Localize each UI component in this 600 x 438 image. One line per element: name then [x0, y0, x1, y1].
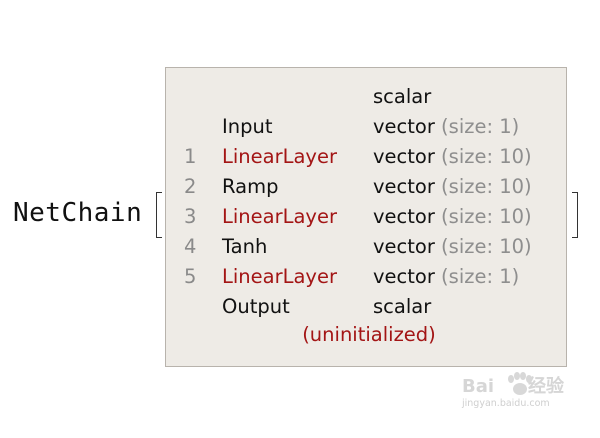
- layer-index: 1: [184, 145, 197, 168]
- shape-size: (size: 1): [434, 115, 520, 138]
- watermark-brand: Bai 经验: [462, 372, 564, 398]
- layer-name: LinearLayer: [222, 145, 337, 168]
- shape-size: (size: 10): [434, 175, 532, 198]
- layer-row: Input vector (size: 1): [166, 112, 566, 142]
- shape-size: (size: 10): [434, 145, 532, 168]
- layer-shape: scalar: [373, 292, 431, 322]
- input-shape-row: scalar: [166, 82, 566, 112]
- layer-name: Output: [222, 295, 290, 318]
- layer-name: Input: [222, 115, 273, 138]
- layer-shape: vector (size: 10): [373, 142, 532, 172]
- shape-type: scalar: [373, 295, 432, 318]
- layer-row: Output scalar: [166, 292, 566, 322]
- layer-index: 3: [184, 205, 197, 228]
- watermark-url: jingyan.baidu.com: [462, 398, 550, 409]
- shape-type: vector: [373, 205, 435, 228]
- shape-type: vector: [373, 265, 435, 288]
- paw-icon: [508, 372, 532, 395]
- layer-shape: vector (size: 10): [373, 202, 532, 232]
- watermark-brand-right: 经验: [528, 376, 565, 397]
- shape-type: vector: [373, 235, 435, 258]
- shape-size: (size: 10): [434, 235, 532, 258]
- uninitialized-status: (uninitialized): [302, 323, 436, 346]
- layer-name: Tanh: [222, 235, 268, 258]
- input-shape: scalar: [373, 85, 432, 108]
- shape-size: (size: 1): [434, 265, 520, 288]
- right-bracket: [572, 192, 578, 238]
- netchain-summary-panel[interactable]: scalar Input vector (size: 1) 1 LinearLa…: [165, 67, 567, 367]
- layer-name: LinearLayer: [222, 205, 337, 228]
- netchain-head: NetChain: [13, 198, 143, 228]
- layer-name: Ramp: [222, 175, 279, 198]
- layer-index: 5: [184, 265, 197, 288]
- layer-name: LinearLayer: [222, 265, 337, 288]
- layer-row: 2 Ramp vector (size: 10): [166, 172, 566, 202]
- shape-size: (size: 10): [434, 205, 532, 228]
- layer-shape: vector (size: 10): [373, 232, 532, 262]
- shape-type: vector: [373, 115, 435, 138]
- layer-row: 3 LinearLayer vector (size: 10): [166, 202, 566, 232]
- left-bracket: [156, 192, 162, 238]
- layer-index: 4: [184, 235, 197, 258]
- layer-shape: vector (size: 10): [373, 172, 532, 202]
- shape-type: vector: [373, 145, 435, 168]
- layer-row: 4 Tanh vector (size: 10): [166, 232, 566, 262]
- watermark-brand-left: Bai: [462, 376, 495, 397]
- layer-shape: vector (size: 1): [373, 112, 519, 142]
- layer-row: 1 LinearLayer vector (size: 10): [166, 142, 566, 172]
- layer-index: 2: [184, 175, 197, 198]
- shape-type: vector: [373, 175, 435, 198]
- layer-row: 5 LinearLayer vector (size: 1): [166, 262, 566, 292]
- layer-shape: vector (size: 1): [373, 262, 519, 292]
- baidu-watermark: Bai 经验 jingyan.baidu.com: [462, 372, 582, 416]
